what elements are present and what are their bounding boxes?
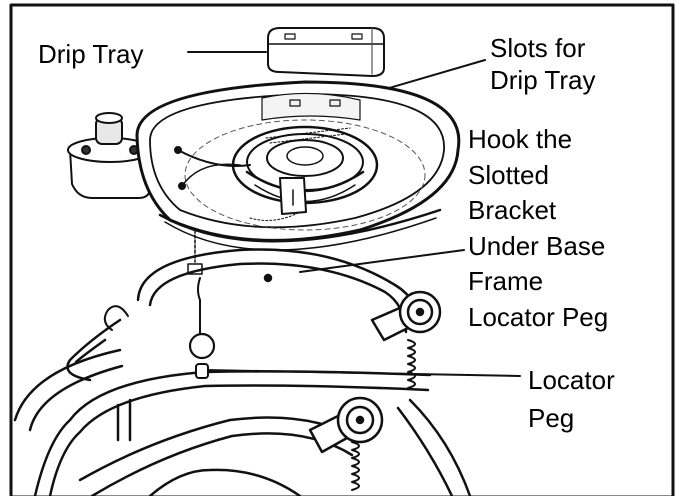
label-hook-bracket: Hook the Slotted Bracket Under Base Fram… xyxy=(468,122,608,335)
label-hook-line-4: Under Base xyxy=(468,230,606,261)
label-slots-for-drip-tray: Slots for Drip Tray xyxy=(490,32,595,96)
chain-plug-illustration xyxy=(187,229,216,360)
drip-tray-illustration xyxy=(267,27,385,77)
label-drip-tray-text: Drip Tray xyxy=(38,39,144,69)
label-slots-line-2: Drip Tray xyxy=(490,65,596,95)
label-hook-line-1: Hook the xyxy=(468,124,573,154)
label-hook-line-6: Locator Peg xyxy=(468,301,609,332)
label-locator-peg: Locator Peg xyxy=(528,361,615,437)
leader-hook xyxy=(299,249,465,273)
label-drip-tray: Drip Tray xyxy=(38,38,143,70)
label-hook-line-3: Bracket xyxy=(468,195,557,225)
label-hook-line-2: Slotted xyxy=(468,159,549,190)
label-locator-peg-line-1: Locator xyxy=(528,365,615,395)
base-frame-illustration xyxy=(13,248,472,498)
label-locator-peg-line-2: Peg xyxy=(528,403,575,433)
label-slots-line-1: Slots for xyxy=(490,33,586,63)
grill-pan-illustration xyxy=(135,80,461,251)
label-hook-line-5: Frame xyxy=(468,266,544,296)
